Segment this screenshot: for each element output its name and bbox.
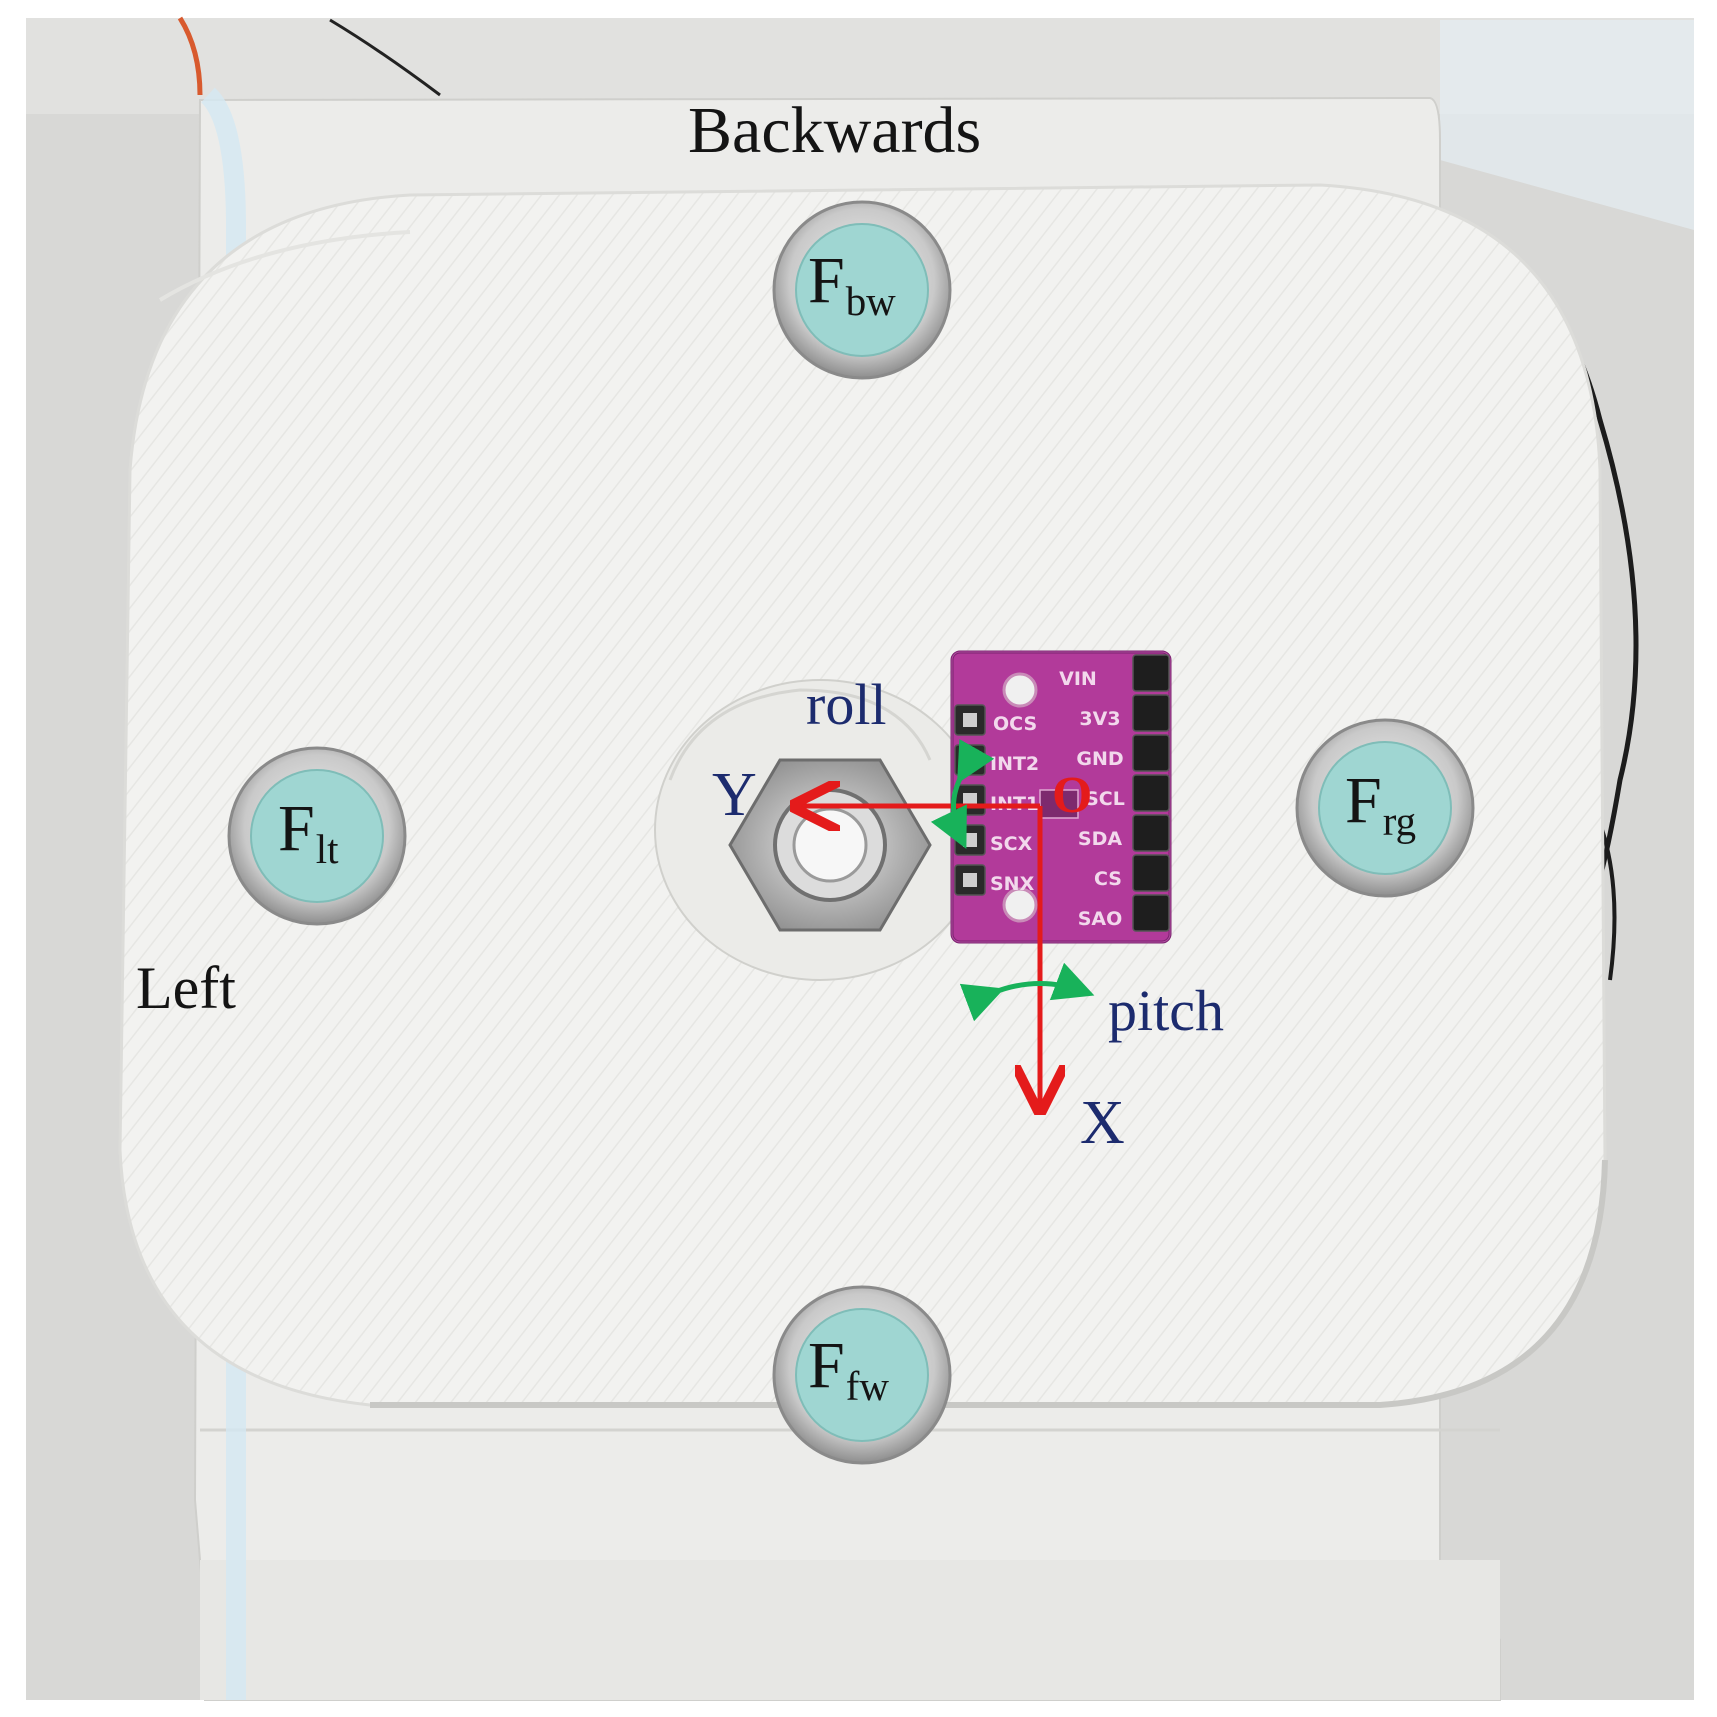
direction-label-left: Left bbox=[136, 955, 236, 1021]
sensor-label-forward: Ffw bbox=[808, 1333, 889, 1408]
pin-label: GND bbox=[1076, 748, 1123, 770]
pin-label: OCS bbox=[993, 713, 1037, 735]
sensor-washer-backward bbox=[772, 200, 952, 380]
sensor-label-sub: fw bbox=[845, 1364, 889, 1410]
roll-label: roll bbox=[806, 672, 887, 737]
roll-rotation-arrow bbox=[930, 739, 995, 849]
pin-label: CS bbox=[1094, 868, 1122, 890]
pin-label: SNX bbox=[990, 873, 1035, 895]
pin-label: 3V3 bbox=[1079, 708, 1120, 730]
sensor-label-left: Flt bbox=[278, 796, 338, 871]
sensor-label-main: F bbox=[1345, 764, 1382, 837]
board-pin-labels: OCS INT2 INT1 SCX SNX VIN 3V3 GND SCL SD… bbox=[990, 668, 1125, 930]
direction-label-backwards: Backwards bbox=[688, 94, 982, 167]
sensor-label-sub: bw bbox=[845, 279, 896, 325]
sensor-label-main: F bbox=[808, 244, 845, 317]
sensor-label-right: Frg bbox=[1345, 768, 1416, 843]
pitch-rotation-arrow bbox=[959, 962, 1095, 1022]
x-axis-label: X bbox=[1080, 1089, 1125, 1157]
pin-label: SAO bbox=[1078, 908, 1123, 930]
sensor-label-main: F bbox=[808, 1329, 845, 1402]
sensor-label-sub: rg bbox=[1382, 799, 1417, 845]
pitch-label: pitch bbox=[1108, 978, 1224, 1043]
sensor-label-sub: lt bbox=[315, 827, 339, 873]
sensor-washer-left bbox=[227, 746, 407, 926]
pin-label: SDA bbox=[1078, 828, 1122, 850]
y-axis-label: Y bbox=[712, 761, 757, 829]
pin-label: SCX bbox=[990, 833, 1033, 855]
pin-label: SCL bbox=[1085, 788, 1125, 810]
sensor-washer-right bbox=[1295, 718, 1475, 898]
origin-label: O bbox=[1052, 767, 1093, 824]
sensor-label-main: F bbox=[278, 792, 315, 865]
pin-label: INT2 bbox=[990, 753, 1039, 775]
sensor-label-backward: Fbw bbox=[808, 248, 896, 323]
sensor-washer-forward bbox=[772, 1285, 952, 1465]
pin-label: VIN bbox=[1059, 668, 1097, 690]
